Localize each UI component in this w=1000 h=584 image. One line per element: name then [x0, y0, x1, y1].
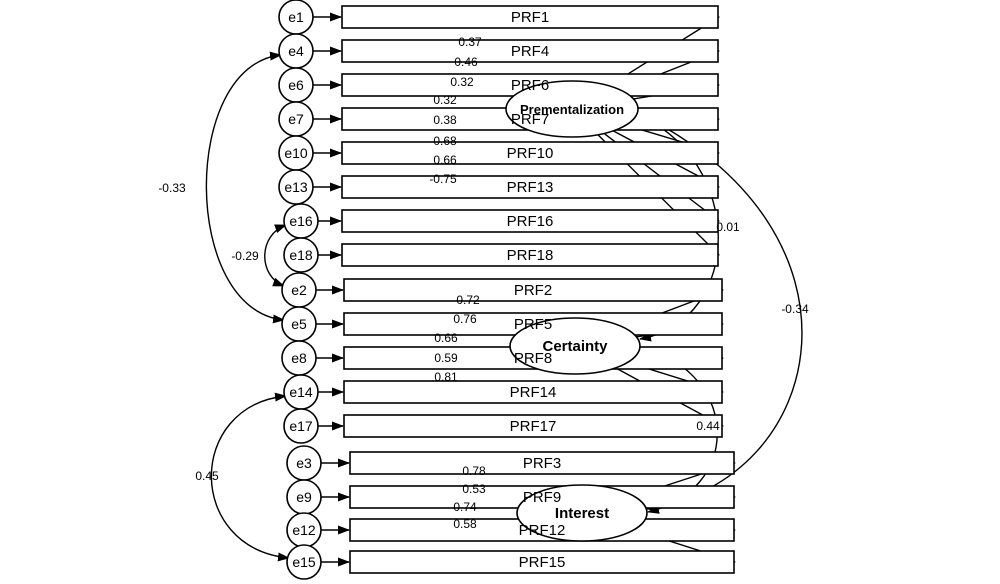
- loading-value-prf18: -0.75: [429, 172, 457, 186]
- error-label-e6: e6: [288, 77, 304, 93]
- indicator-label-prf12: PRF12: [519, 522, 566, 539]
- error-label-e14: e14: [289, 384, 313, 400]
- error-label-e2: e2: [291, 282, 307, 298]
- error-covariance-e4-e5: [205, 51, 285, 324]
- error-label-e13: e13: [284, 179, 308, 195]
- indicator-box-prf17: [343, 414, 723, 438]
- latent-label-int: Interest: [555, 505, 609, 522]
- indicator-label-prf15: PRF15: [519, 554, 566, 571]
- error-label-e9: e9: [296, 489, 312, 505]
- error-covariance-value-e16-e2: -0.29: [231, 249, 259, 263]
- indicator-box-prf2: [343, 278, 723, 302]
- indicator-box-prf10: [341, 141, 719, 165]
- indicator-label-prf4: PRF4: [511, 43, 549, 60]
- error-covariance-e16-e2: [264, 224, 287, 287]
- indicator-label-prf10: PRF10: [507, 145, 554, 162]
- error-circle-e18: [283, 237, 319, 273]
- indicator-box-prf16: [341, 209, 719, 233]
- error-label-e1: e1: [288, 9, 304, 25]
- error-label-e5: e5: [291, 316, 307, 332]
- indicator-label-prf5: PRF5: [514, 316, 552, 333]
- indicator-box-prf18: [341, 243, 719, 267]
- indicator-label-prf6: PRF6: [511, 77, 549, 94]
- indicator-label-prf17: PRF17: [510, 418, 557, 435]
- indicator-label-prf7: PRF7: [511, 111, 549, 128]
- indicator-box-prf3: [349, 451, 735, 475]
- loading-value-prf17: 0.81: [434, 370, 458, 384]
- loading-value-prf8: 0.66: [434, 331, 458, 345]
- indicator-label-prf16: PRF16: [507, 213, 554, 230]
- loading-value-prf16: 0.66: [433, 153, 457, 167]
- error-label-e10: e10: [284, 145, 308, 161]
- latent-label-cert: Certainty: [542, 338, 608, 355]
- latent-cert: [509, 317, 641, 375]
- loading-value-prf1: 0.37: [458, 35, 482, 49]
- error-label-e15: e15: [292, 554, 316, 570]
- error-label-e3: e3: [296, 455, 312, 471]
- latent-label-prem: Prementalization: [520, 102, 624, 117]
- factor-covariance-value-prem-cert: 0.01: [716, 220, 740, 234]
- error-label-e18: e18: [289, 247, 313, 263]
- error-circle-e17: [283, 408, 319, 444]
- indicator-label-prf18: PRF18: [507, 247, 554, 264]
- indicator-box-prf1: [341, 5, 719, 29]
- error-label-e8: e8: [291, 350, 307, 366]
- loading-value-prf12: 0.74: [453, 500, 477, 514]
- latent-prem: [505, 80, 639, 138]
- indicator-label-prf14: PRF14: [510, 384, 557, 401]
- indicator-label-prf2: PRF2: [514, 282, 552, 299]
- loading-value-prf4: 0.46: [454, 55, 478, 69]
- indicator-box-prf4: [341, 39, 719, 63]
- error-covariance-value-e14-e15: 0.45: [195, 469, 219, 483]
- loading-value-prf13: 0.68: [433, 134, 457, 148]
- loading-value-prf6: 0.32: [450, 75, 474, 89]
- factor-covariance-value-prem-int: -0.34: [781, 302, 809, 316]
- indicator-box-prf14: [343, 380, 723, 404]
- error-label-e12: e12: [292, 522, 316, 538]
- loading-value-prf7: 0.32: [433, 93, 457, 107]
- indicator-label-prf3: PRF3: [523, 455, 561, 472]
- loading-value-prf2: 0.72: [456, 293, 480, 307]
- latent-int: [516, 484, 648, 542]
- indicator-label-prf13: PRF13: [507, 179, 554, 196]
- loading-value-prf14: 0.59: [434, 351, 458, 365]
- factor-covariance-value-cert-int: 0.44: [696, 419, 720, 433]
- indicator-label-prf1: PRF1: [511, 9, 549, 26]
- loading-value-prf9: 0.53: [462, 482, 486, 496]
- indicator-label-prf9: PRF9: [523, 489, 561, 506]
- loading-value-prf15: 0.58: [453, 517, 477, 531]
- indicator-box-prf15: [349, 550, 735, 574]
- error-label-e16: e16: [289, 213, 313, 229]
- error-label-e7: e7: [288, 111, 304, 127]
- error-covariance-value-e4-e5: -0.33: [158, 181, 186, 195]
- error-circle-e15: [286, 544, 322, 580]
- error-label-e17: e17: [289, 418, 313, 434]
- error-covariance-e14-e15: [210, 392, 290, 562]
- indicator-box-prf13: [341, 175, 719, 199]
- loading-value-prf3: 0.78: [462, 464, 486, 478]
- loading-value-prf10: 0.38: [433, 113, 457, 127]
- indicator-label-prf8: PRF8: [514, 350, 552, 367]
- loading-value-prf5: 0.76: [453, 312, 477, 326]
- factor-covariance-prem-int: [635, 111, 803, 512]
- error-label-e4: e4: [288, 43, 304, 59]
